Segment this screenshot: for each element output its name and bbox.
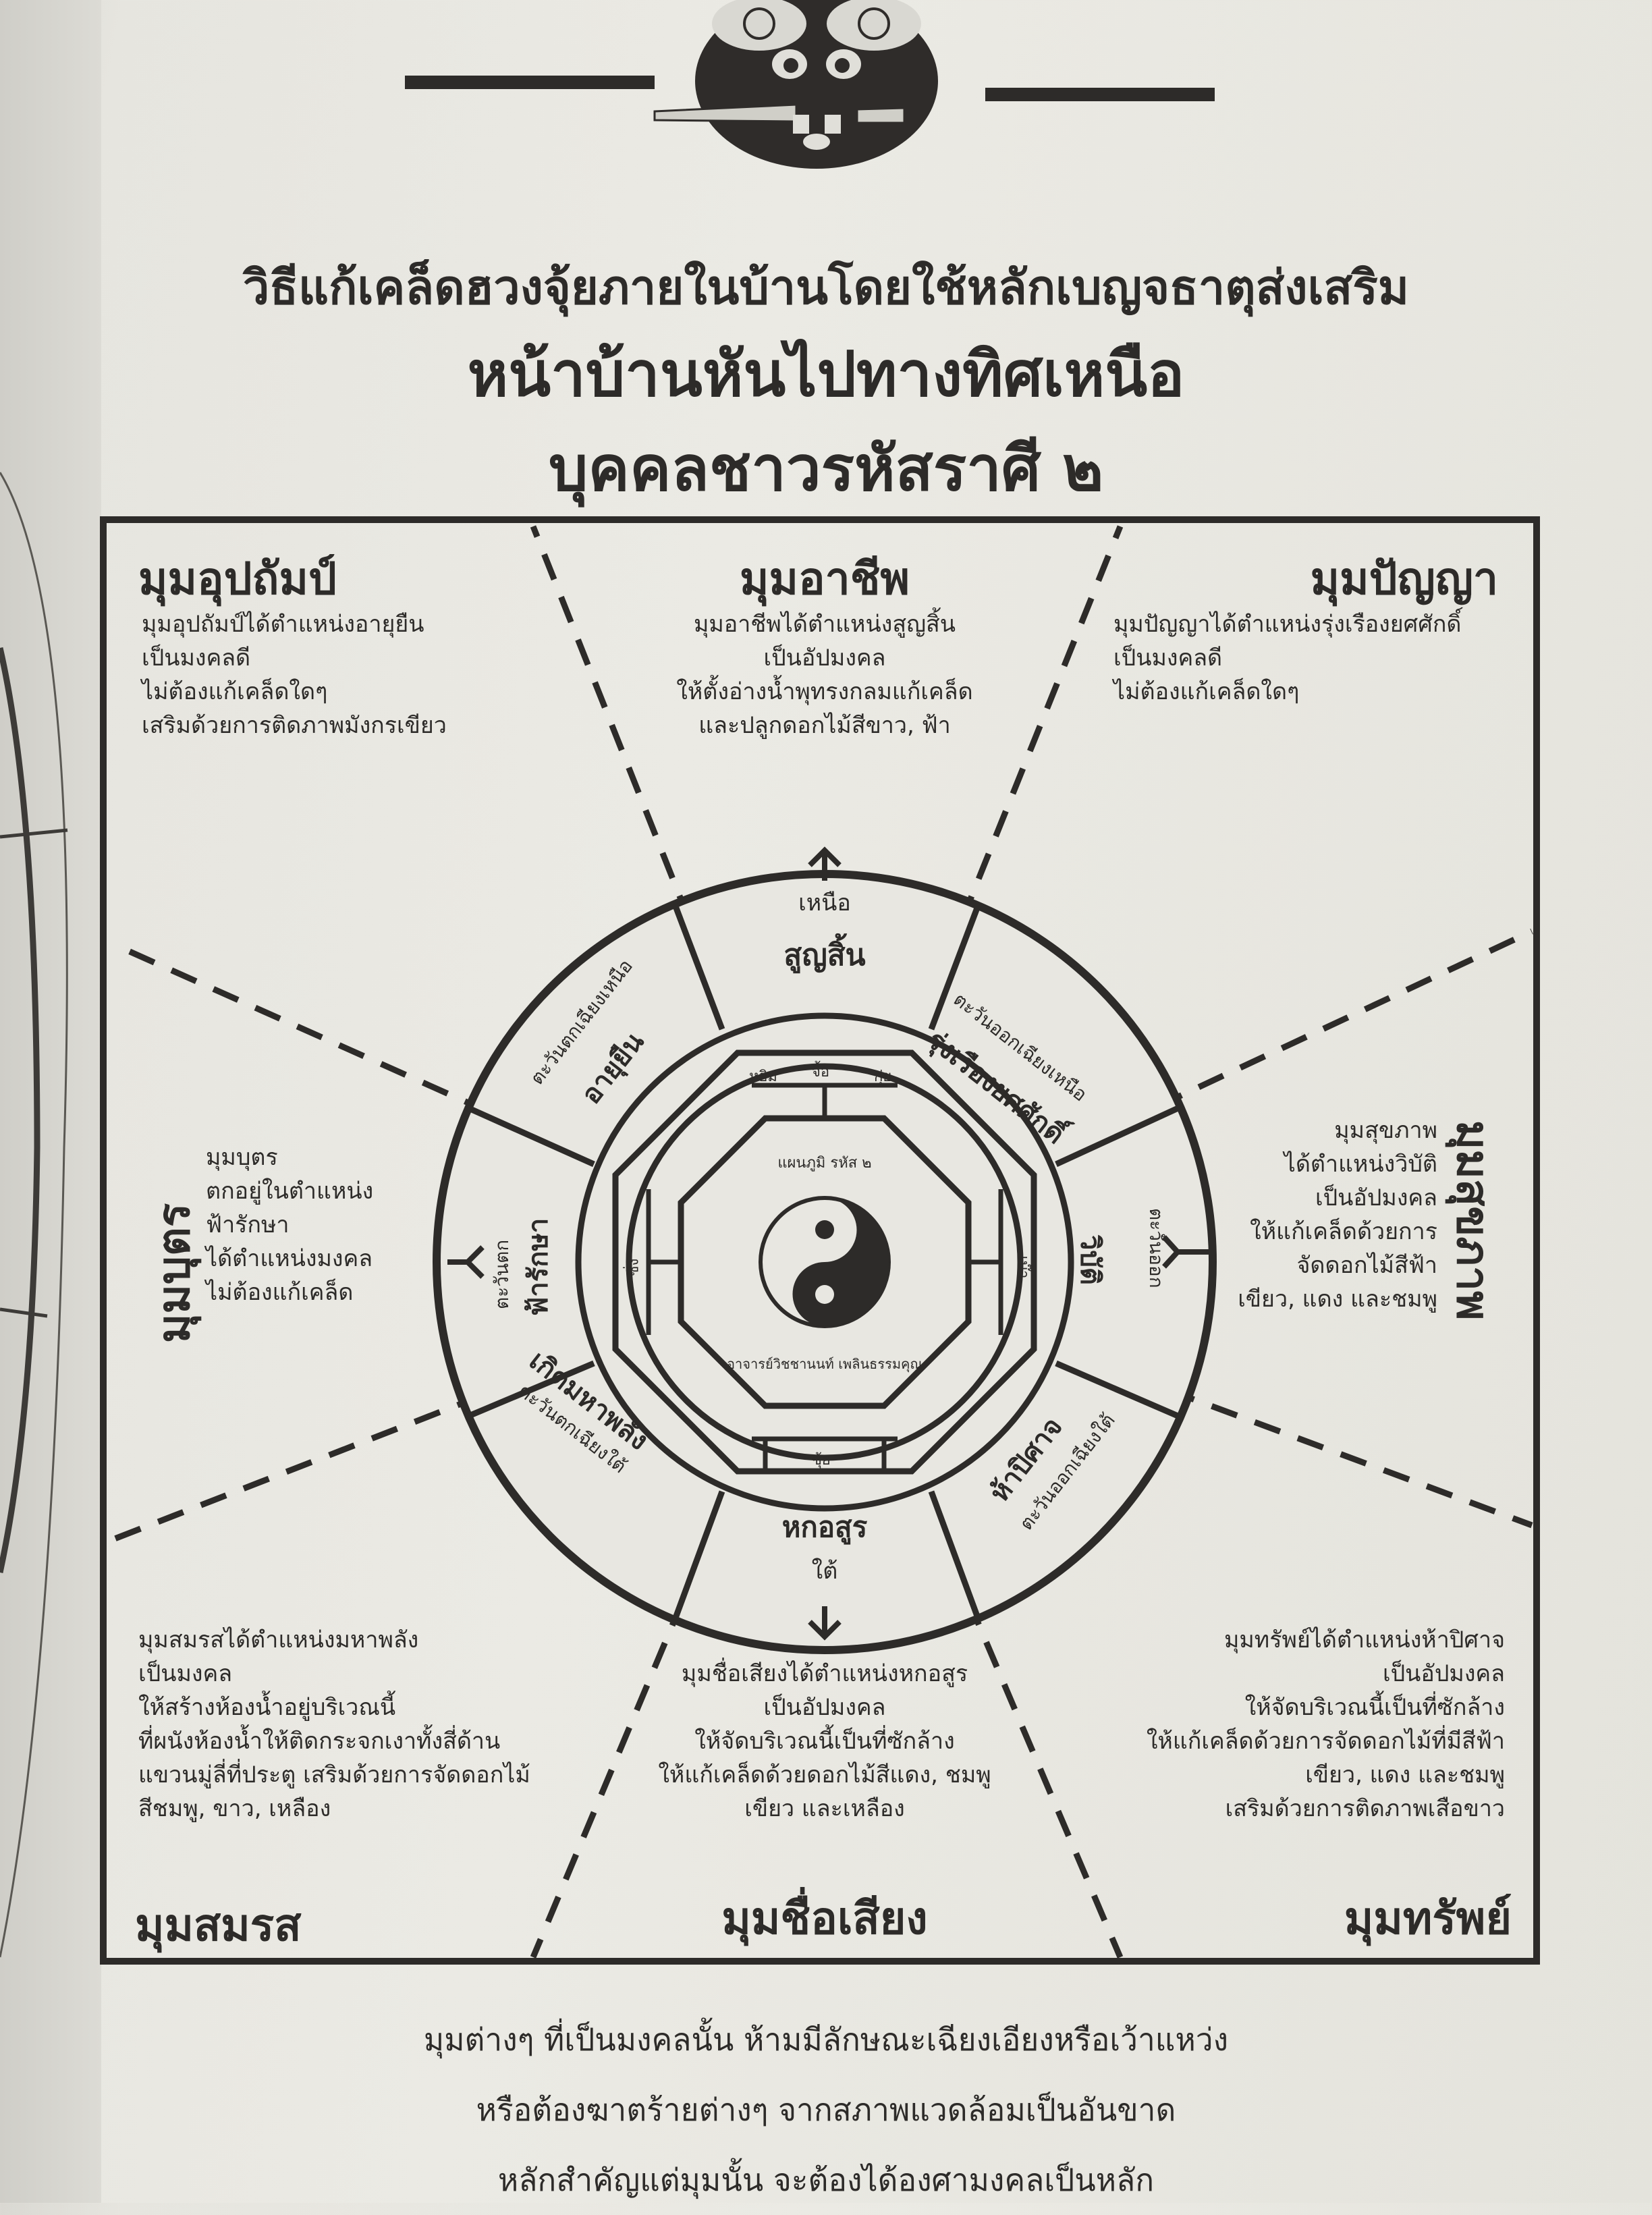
text-line: ไม่ต้องแก้เคล็ดใดๆ [142, 678, 328, 705]
text-line: มุมอุปถัมป์ได้ตำแหน่งอายุยืน [142, 611, 424, 638]
text-line: เป็นอัปมงคล [1315, 1184, 1437, 1211]
guardian-lion-icon [653, 0, 938, 169]
ring-label: ซิ่ง [625, 1258, 642, 1276]
footer-line: หรือต้องฆาตร้ายต่างๆ จากสภาพแวดล้อมเป็นอ… [476, 2091, 1176, 2128]
text-line: ให้สร้างห้องน้ำอยู่บริเวณนี้ [138, 1694, 396, 1721]
footer-note: มุมต่างๆ ที่เป็นมงคลนั้น ห้ามมีลักษณะเฉี… [0, 2004, 1652, 2215]
text-line: สีชมพู, ขาว, เหลือง [138, 1795, 331, 1822]
corner-text-northwest: มุมอุปถัมป์ได้ตำแหน่งอายุยืน เป็นมงคลดี … [142, 607, 447, 742]
text-line: ให้ตั้งอ่างน้ำพุทรงกลมแก้เคล็ด [676, 678, 973, 705]
text-line: เสริมด้วยการติดภาพมังกรเขียว [142, 712, 447, 739]
text-line: เขียว และเหลือง [744, 1795, 905, 1822]
corner-text-north: มุมอาชีพได้ตำแหน่งสูญสิ้น เป็นอัปมงคล ให… [555, 607, 1095, 742]
text-line: เขียว, แดง และชมพู [1238, 1286, 1437, 1313]
header-rule-left [405, 76, 655, 89]
corner-title-northwest: มุมอุปถัมป์ [138, 553, 337, 605]
compass-west-position: ฟ้ารักษา [523, 1218, 554, 1316]
text-line: มุมอาชีพได้ตำแหน่งสูญสิ้น [693, 611, 956, 638]
corner-title-east: มุมสุขภาพ [1447, 1120, 1499, 1321]
corner-text-southeast: มุมทรัพย์ได้ตำแหน่งห้าปิศาจ เป็นอัปมงคล … [1053, 1623, 1505, 1826]
text-line: ได้ตำแหน่งวิบัติ [1284, 1151, 1437, 1178]
text-line: แขวนมู่ลี่ที่ประตู เสริมด้วยการจัดดอกไม้ [138, 1761, 530, 1788]
text-line: มุมสมรสได้ตำแหน่งมหาพลัง [138, 1626, 419, 1653]
header-ornament [0, 0, 1652, 175]
text-line: เป็นมงคลดี [1113, 645, 1223, 672]
text-line: จัดดอกไม้สีฟ้า [1296, 1252, 1437, 1279]
corner-text-east: มุมสุขภาพ ได้ตำแหน่งวิบัติ เป็นอัปมงคล ใ… [1174, 1114, 1437, 1316]
compass-east-position: วิบัติ [1074, 1235, 1105, 1285]
text-line: เสริมด้วยการติดภาพเสือขาว [1225, 1795, 1505, 1822]
ring-label: จื้อ [812, 1064, 830, 1081]
corner-title-south: มุมชื่อเสียง [721, 1892, 928, 1944]
text-line: ที่ผนังห้องน้ำให้ติดกระจกเงาทั้งสี่ด้าน [138, 1728, 501, 1755]
text-line: ไม่ต้องแก้เคล็ด [206, 1279, 354, 1306]
page-title-zodiac: บุคคลชาวรหัสราศี ๒ [549, 433, 1103, 505]
text-line: ฟ้ารักษา [206, 1211, 290, 1238]
adjacent-page-edge [0, 0, 101, 2203]
corner-title-north: มุมอาชีพ [739, 553, 910, 605]
compass-south-position: หกอสูร [781, 1510, 868, 1543]
header-rule-right [985, 88, 1215, 101]
text-line: ไม่ต้องแก้เคล็ดใดๆ [1113, 678, 1300, 705]
text-line: มุมทรัพย์ได้ตำแหน่งห้าปิศาจ [1223, 1626, 1505, 1653]
text-line: ให้จัดบริเวณนี้เป็นที่ซักล้าง [694, 1728, 955, 1755]
center-ring-text-top: แผนภูมิ รหัส ๒ [777, 1155, 872, 1172]
ring-label: กุ่ย [874, 1068, 892, 1085]
corner-text-west: มุมบุตร ตกอยู่ในตำแหน่ง ฟ้ารักษา ได้ตำแห… [206, 1141, 373, 1309]
compass-west-label: ตะวันตก [491, 1239, 513, 1309]
text-line: และปลูกดอกไม้สีขาว, ฟ้า [698, 712, 951, 739]
corner-title-southeast: มุมทรัพย์ [1344, 1892, 1512, 1944]
text-line: ตกอยู่ในตำแหน่ง [206, 1178, 374, 1205]
text-line: มุมสุขภาพ [1334, 1117, 1437, 1144]
text-line: ให้แก้เคล็ดด้วยดอกไม้สีแดง, ชมพู [658, 1761, 991, 1788]
diagram-frame [100, 516, 1540, 1965]
compass-north-position: สูญสิ้น [783, 938, 866, 973]
adjacent-page-wheel-icon [0, 472, 68, 1958]
text-line: เป็นมงคล [138, 1660, 233, 1687]
compass-east-label: ตะวันออก [1145, 1208, 1167, 1288]
corner-title-northeast: มุมปัญญา [1310, 553, 1498, 605]
text-line: ให้จัดบริเวณนี้เป็นที่ซักล้าง [1244, 1694, 1505, 1721]
page-title-direction: หน้าบ้านหันไปทางทิศเหนือ [467, 338, 1185, 410]
text-line: ได้ตำแหน่งมงคล [206, 1245, 373, 1272]
center-ring-text-bottom: อาจารย์วิชชานนท์ เพลินธรรมคุณ [727, 1356, 923, 1372]
footer-line: หลักสำคัญแต่มุมนั้น จะต้องได้องศามงคลเป็… [497, 2162, 1155, 2198]
text-line: เป็นมงคลดี [142, 645, 251, 672]
corner-title-west: มุมบุตร [148, 1203, 200, 1343]
ring-label: เบ๊า [1014, 1255, 1032, 1279]
corner-title-southwest: มุมสมรส [135, 1899, 302, 1951]
ring-label: ซุ้ย [812, 1452, 831, 1469]
text-line: เป็นอัปมงคล [763, 645, 886, 672]
text-line: มุมบุตร [206, 1144, 278, 1171]
text-line: เป็นอัปมงคล [1382, 1660, 1505, 1687]
text-line: ให้แก้เคล็ดด้วยการจัดดอกไม้ที่มีสีฟ้า [1146, 1728, 1505, 1755]
corner-text-northeast: มุมปัญญาได้ตำแหน่งรุ่งเรืองยศศักดิ์ เป็น… [1113, 607, 1461, 709]
text-line: เขียว, แดง และชมพู [1305, 1761, 1505, 1788]
ring-label: หยิม [749, 1068, 777, 1085]
text-line: มุมชื่อเสียงได้ตำแหน่งหกอสูร [681, 1660, 968, 1687]
compass-south-label: ใต้ [811, 1558, 838, 1585]
text-line: เป็นอัปมงคล [763, 1694, 886, 1721]
corner-text-southwest: มุมสมรสได้ตำแหน่งมหาพลัง เป็นมงคล ให้สร้… [138, 1623, 530, 1826]
compass-north-label: เหนือ [798, 890, 851, 917]
text-line: มุมปัญญาได้ตำแหน่งรุ่งเรืองยศศักดิ์ [1113, 611, 1462, 638]
page-title-main: วิธีแก้เคล็ดฮวงจุ้ยภายในบ้านโดยใช้หลักเบ… [243, 260, 1409, 315]
footer-line: มุมต่างๆ ที่เป็นมงคลนั้น ห้ามมีลักษณะเฉี… [423, 2021, 1229, 2058]
text-line: ให้แก้เคล็ดด้วยการ [1250, 1218, 1437, 1245]
corner-text-south: มุมชื่อเสียงได้ตำแหน่งหกอสูร เป็นอัปมงคล… [555, 1657, 1095, 1826]
